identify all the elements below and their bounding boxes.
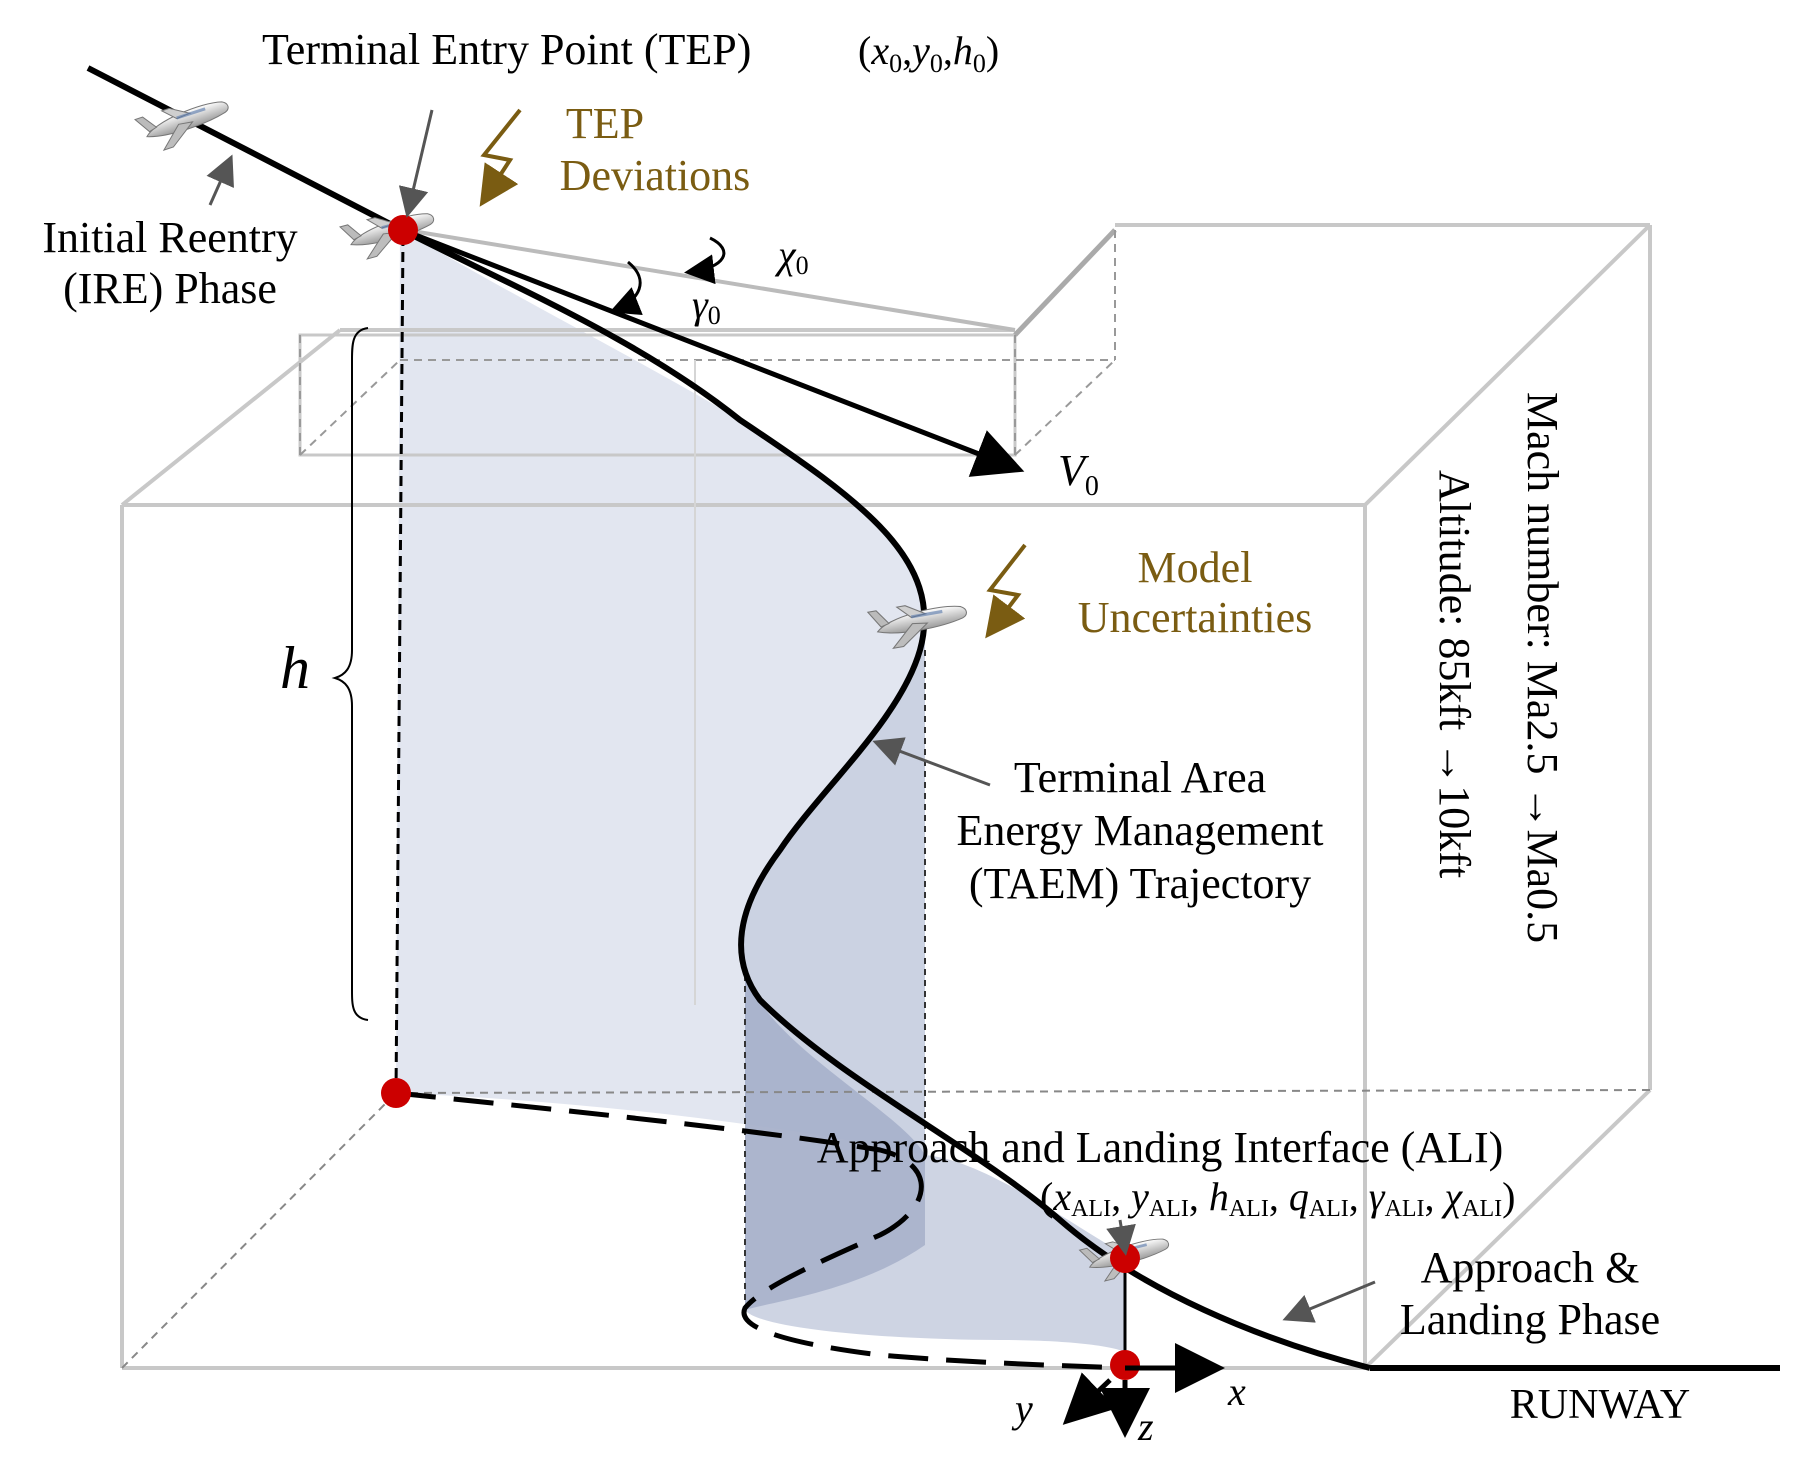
approach-landing-label-line2: Landing Phase [1400, 1295, 1660, 1344]
taem-label-line3: (TAEM) Trajectory [969, 859, 1311, 908]
trajectory-projection-surface [396, 229, 1125, 1352]
airspace-box-hidden-edges [121, 1089, 1651, 1369]
chi0-arc [684, 236, 726, 285]
tep-waypoint-marker [388, 215, 418, 245]
projection-verticals [744, 650, 926, 1310]
model-uncertainties-line2: Uncertainties [1078, 593, 1313, 642]
lightning-icon [985, 543, 1027, 639]
trajectory [86, 65, 1780, 1371]
chi0-label: χ0 [774, 232, 809, 280]
taem-label-line2: Energy Management [957, 806, 1324, 855]
tep-title: Terminal Entry Point (TEP) [262, 25, 751, 74]
v0-label: V0 [1058, 446, 1099, 502]
gamma0-arc [609, 260, 643, 315]
ali-title: Approach and Landing Interface (ALI) [817, 1123, 1504, 1172]
axis-y-label: y [1011, 1386, 1033, 1431]
altitude-h-label: h [280, 635, 310, 701]
axis-x-label: x [1227, 1369, 1246, 1414]
mach-number-label: Mach number: Ma2.5 →Ma0.5 [1518, 392, 1567, 943]
tep-ground-marker [381, 1078, 411, 1108]
altitude-range-label: Altitude: 85kft →10kft [1430, 470, 1479, 878]
model-uncertainties-line1: Model [1138, 543, 1253, 592]
approach-landing-label-line1: Approach & [1421, 1243, 1640, 1292]
v0-vector [399, 226, 1025, 477]
pointer-arrows [206, 109, 1376, 1323]
airspace-box [120, 223, 1652, 1370]
axis-triad [1062, 1343, 1225, 1438]
altitude-brace [331, 327, 369, 1021]
ire-label-line2: (IRE) Phase [63, 264, 277, 313]
gamma0-label: γ0 [692, 282, 721, 330]
lightning-icon [479, 108, 522, 207]
axis-z-label: z [1137, 1404, 1154, 1449]
ground-track-projection [395, 1090, 1126, 1371]
ire-label-line1: Initial Reentry [42, 213, 297, 262]
origin-marker [1110, 1350, 1140, 1380]
tep-deviations-label-line2: Deviations [560, 151, 751, 200]
taem-label-line1: Terminal Area [1014, 753, 1266, 802]
tep-deviations-label-line1: TEP [566, 99, 644, 148]
ali-vars: (xALI, yALI, hALI, qALI, γALI, χALI) [1040, 1174, 1515, 1222]
runway-label: RUNWAY [1510, 1382, 1690, 1428]
tep-coords: (x0,y0,h0) [858, 28, 999, 78]
